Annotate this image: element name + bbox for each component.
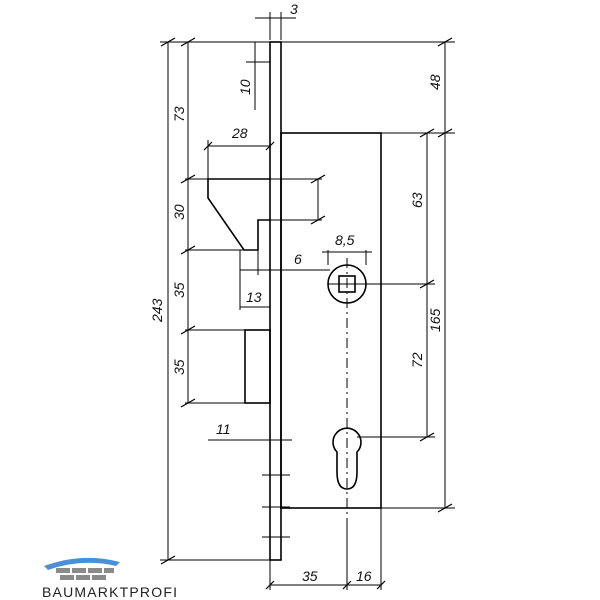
dim-72: 72 xyxy=(409,352,425,368)
logo-bricks-icon xyxy=(56,568,114,580)
dim-30: 30 xyxy=(171,204,187,220)
dim-13: 13 xyxy=(246,289,262,305)
cylinder-hole xyxy=(332,427,362,490)
dim-73: 73 xyxy=(171,106,187,122)
dim-10: 10 xyxy=(237,79,253,95)
logo-roof-icon xyxy=(44,557,120,570)
dim-3: 3 xyxy=(290,1,298,17)
latch-bolt xyxy=(207,178,270,251)
logo-text: BAUMARKTPROFI xyxy=(42,584,179,600)
lock-case xyxy=(280,132,382,509)
dimension-labels: 3 10 48 73 28 63 30 8,5 6 35 13 243 165 … xyxy=(149,1,443,584)
dim-6: 6 xyxy=(294,251,302,267)
faceplate xyxy=(269,41,282,561)
center-lines xyxy=(328,258,366,520)
dim-11: 11 xyxy=(216,421,231,437)
dim-48: 48 xyxy=(427,74,443,90)
dim-35-latch: 35 xyxy=(171,282,187,298)
dim-35-deadbolt: 35 xyxy=(171,359,187,375)
dim-35-backset: 35 xyxy=(302,568,318,584)
dim-28: 28 xyxy=(231,125,248,141)
dim-165: 165 xyxy=(427,308,443,332)
dead-bolt xyxy=(244,329,271,404)
dim-16: 16 xyxy=(356,568,372,584)
dim-8-5: 8,5 xyxy=(335,232,355,248)
dimension-lines xyxy=(160,12,453,590)
baumarktprofi-logo xyxy=(44,557,120,580)
dim-243: 243 xyxy=(149,298,165,323)
dim-63: 63 xyxy=(409,192,425,208)
